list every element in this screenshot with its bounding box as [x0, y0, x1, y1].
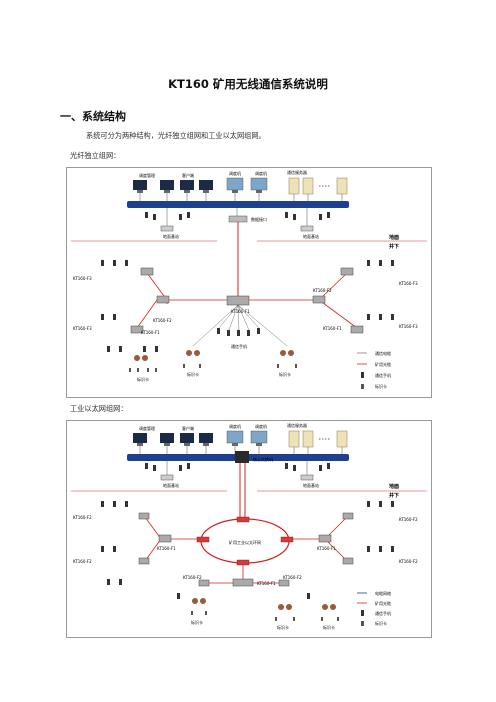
label-leaf-lt: KT160-F3 — [73, 276, 92, 281]
label-leaf-rb: KT160-F3 — [399, 324, 418, 329]
label-underground: 井下 — [389, 492, 399, 499]
handset-icon — [145, 463, 330, 471]
node-leaf-rt — [340, 267, 354, 276]
label-gateway: 数据接口 — [251, 216, 267, 222]
server-icon — [288, 177, 348, 195]
ring-switch-icon — [196, 516, 294, 566]
label-leaf-rt: KT160-F2 — [399, 517, 418, 522]
handset-icon — [101, 501, 394, 599]
node-left-top — [156, 295, 170, 304]
label-node-center: KT160-F1 — [231, 309, 250, 314]
label-tag-left: 标识卡 — [191, 619, 203, 625]
label-tag-right: 标识卡 — [323, 624, 335, 630]
label-core-switch: 核心交换机 — [253, 456, 273, 462]
label-leaf-lb: KT160-F3 — [73, 326, 92, 331]
legend-fiber: 矿用光缆 — [375, 361, 391, 367]
label-ground: 地面 — [389, 483, 399, 490]
handset-icon — [101, 260, 394, 352]
label-leaf-lb: KT160-F2 — [73, 559, 92, 564]
node-bottom — [232, 578, 254, 587]
document-title: KT160 矿用无线通信系统说明 — [168, 77, 328, 91]
node-right — [318, 534, 332, 543]
label-comm-server: 通信服务器 — [287, 169, 307, 175]
legend-tag: 标识卡 — [375, 383, 387, 389]
legend-tag: 标识卡 — [375, 620, 387, 626]
label-tag-left: 标识卡 — [137, 376, 149, 382]
node-left-bottom — [130, 325, 144, 334]
label-leaf-lt: KT160-F2 — [73, 515, 92, 520]
legend-handset: 通信手机 — [375, 610, 391, 616]
leaf-node-icon — [138, 512, 354, 587]
data-gateway — [228, 215, 248, 223]
base-station-left — [160, 225, 174, 232]
label-ground: 地面 — [389, 234, 399, 241]
label-base-right: 地面基站 — [303, 482, 319, 488]
label-leaf-rt: KT160-F3 — [399, 281, 418, 286]
figure1-diagram: 调度管理 客户端 调度机 调度机 通信服务器 地面基站 地面基站 数据接口 — [66, 167, 432, 398]
base-station-right — [300, 225, 314, 232]
label-node-bottom: KT160-F1 — [257, 581, 276, 586]
handset-icon — [145, 212, 330, 220]
label-node-right-top: KT160-F2 — [313, 288, 332, 293]
node-right-bottom — [350, 325, 364, 334]
legend-cable: 电缆网络 — [375, 590, 391, 596]
node-leaf-lt — [140, 267, 154, 276]
computer-icon — [133, 430, 268, 446]
fiber-branches — [136, 272, 358, 329]
label-node-right-bottom: KT160-F1 — [323, 326, 342, 331]
label-leaf-b2: KT160-F2 — [283, 575, 302, 580]
label-leaf-rb: KT160-F2 — [399, 559, 418, 564]
label-base-left: 地面基站 — [163, 482, 179, 488]
legend-handset: 通信手机 — [375, 372, 391, 378]
label-tag-mid: 标识卡 — [277, 624, 289, 630]
label-dispatch-mgmt: 调度管理 — [139, 425, 155, 431]
base-station-left — [160, 474, 174, 481]
miner-icon — [192, 598, 336, 610]
node-right-top — [312, 295, 326, 304]
core-switch — [235, 451, 249, 463]
label-dispatch-mgmt: 调度管理 — [139, 172, 155, 178]
label-tag-right: 标识卡 — [279, 371, 291, 377]
figure2-caption: 工业以太网组网： — [70, 404, 128, 413]
section-heading: 一、系统结构 — [60, 110, 126, 123]
computer-icon — [133, 177, 268, 193]
figure1-caption: 光纤独立组网： — [70, 151, 121, 160]
legend-fiber: 矿用光缆 — [375, 600, 391, 606]
figure2-diagram: 调度管理 客户端 调度机 调度机 通信服务器 核心交换机 地面基站 地面基站 地… — [66, 420, 432, 638]
label-base-right: 地面基站 — [303, 233, 319, 239]
label-dispatcher-2: 调度机 — [255, 423, 267, 429]
label-node-left-bottom: KT160-F1 — [141, 330, 160, 335]
ethernet-bus — [127, 201, 349, 208]
legend: 通信电缆 矿用光缆 通信手机 标识卡 — [357, 350, 391, 389]
label-node-right: KT160-F1 — [317, 546, 336, 551]
legend-cable: 通信电缆 — [375, 350, 391, 356]
label-comm-server: 通信服务器 — [287, 422, 307, 428]
label-tag-mid: 标识卡 — [187, 371, 199, 377]
label-dispatcher-2: 调度机 — [255, 170, 267, 176]
label-ring: 矿用工业以太环网 — [229, 539, 261, 545]
node-left — [158, 534, 172, 543]
label-underground: 井下 — [389, 243, 399, 250]
node-center — [226, 295, 250, 306]
intro-paragraph: 系统可分为两种结构，光纤独立组网和工业以太网组网。 — [86, 131, 266, 140]
label-handset: 通信手机 — [231, 343, 247, 349]
base-station-right — [300, 474, 314, 481]
label-node-left: KT160-F1 — [157, 546, 176, 551]
label-base-left: 地面基站 — [163, 233, 179, 239]
label-node-left-top: KT160-F2 — [153, 318, 172, 323]
server-icon — [288, 430, 348, 448]
label-dispatcher-1: 调度机 — [229, 170, 241, 176]
legend: 电缆网络 矿用光缆 通信手机 标识卡 — [357, 590, 391, 626]
label-leaf-b1: KT160-F2 — [183, 575, 202, 580]
label-dispatcher-1: 调度机 — [229, 423, 241, 429]
miner-icon — [134, 350, 294, 361]
label-client: 客户端 — [182, 172, 194, 178]
label-client: 客户端 — [182, 425, 194, 431]
